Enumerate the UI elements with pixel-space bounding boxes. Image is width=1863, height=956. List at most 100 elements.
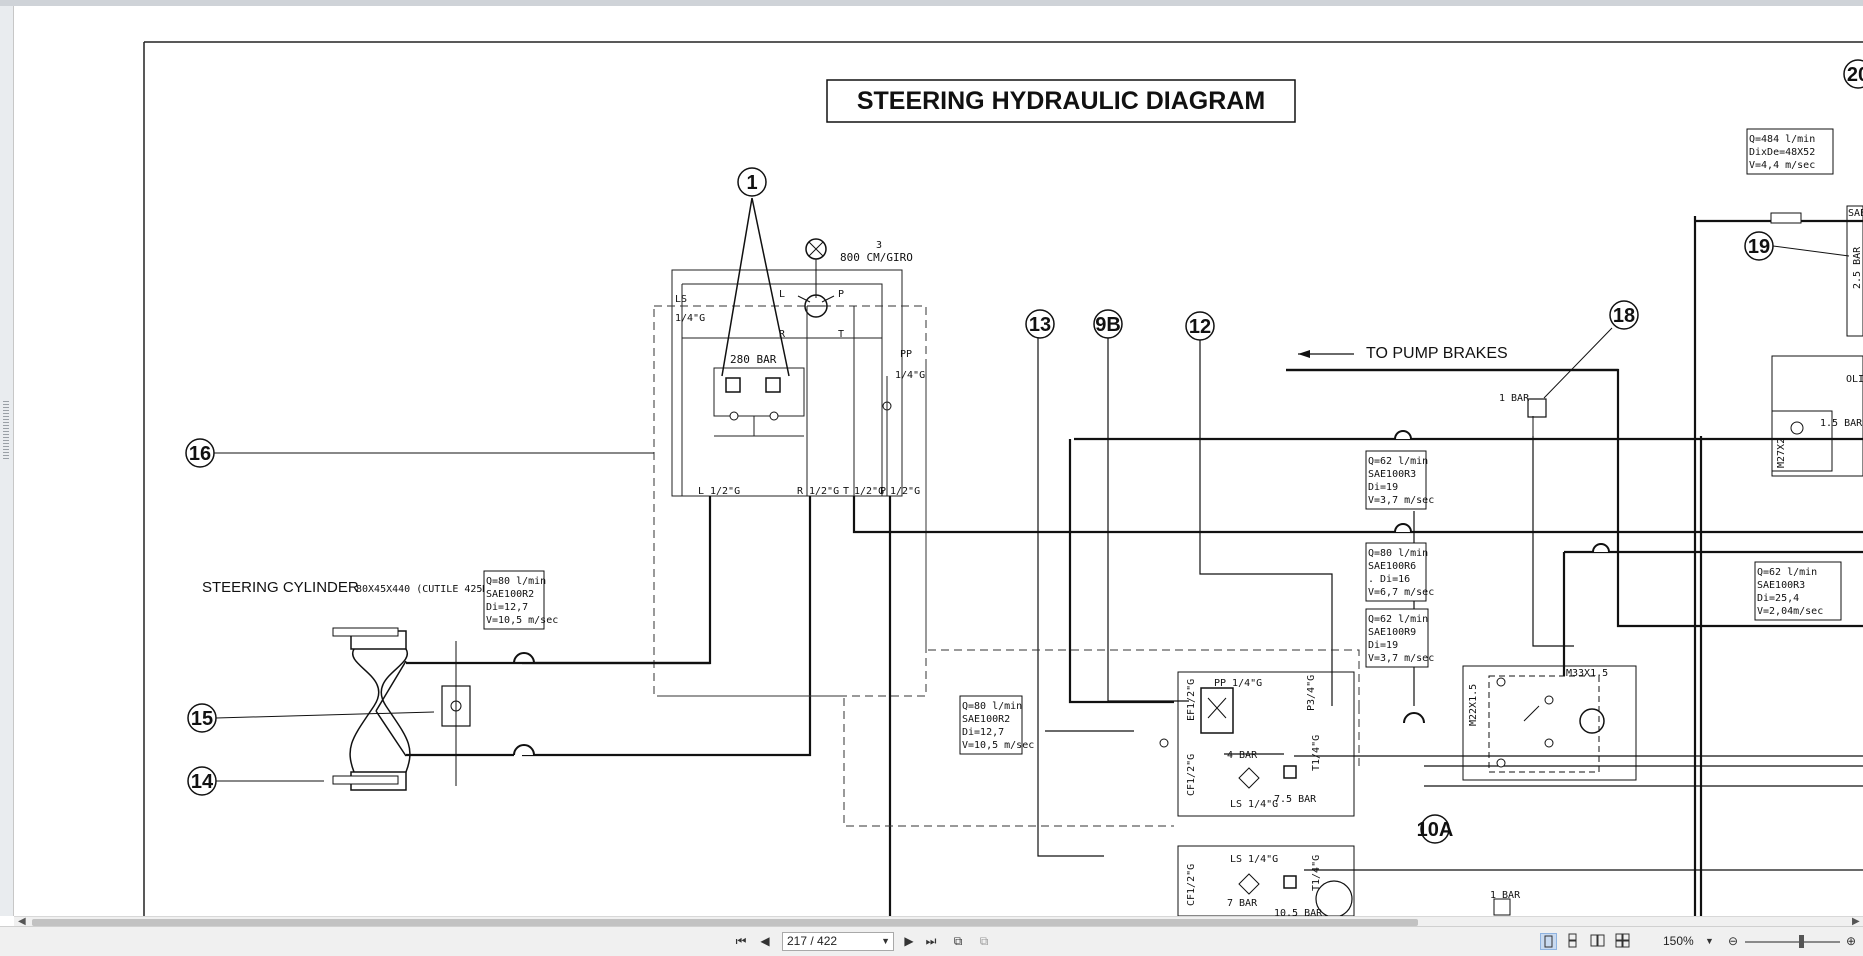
- spec-line: Di=12,7: [486, 602, 528, 613]
- label-l: L: [779, 289, 785, 300]
- spec-line: SAE100R9: [1368, 627, 1416, 638]
- scroll-right-icon[interactable]: ▶: [1852, 916, 1860, 927]
- zoom-value[interactable]: 150%: [1663, 934, 1694, 948]
- callout-14: 14: [187, 766, 217, 796]
- left-panel-collapsed[interactable]: [0, 6, 14, 916]
- scroll-left-icon[interactable]: ◀: [18, 916, 26, 927]
- spec-line: SAE100R3: [1757, 580, 1805, 591]
- callouts: 120191816139B12151410A: [185, 59, 1863, 844]
- panel-grip-handle[interactable]: [3, 401, 9, 461]
- port-r-size: 1/2"G: [809, 486, 839, 497]
- spec-line: V=3,7 m/sec: [1368, 653, 1434, 664]
- callout-leader: [215, 711, 435, 719]
- spec-line: V=3,7 m/sec: [1368, 495, 1434, 506]
- callout-label: 16: [189, 443, 211, 465]
- page-number-input[interactable]: 217 / 422 ▼: [782, 932, 894, 951]
- callout-label: 15: [191, 708, 213, 730]
- label-m22x15: M22X1.5: [1468, 684, 1479, 726]
- label-15bar: 1.5 BAR: [1820, 418, 1863, 429]
- label-t14g-lower: T1/4"G: [1311, 855, 1322, 891]
- priority-valve-block: PP 1/4"G P3/4"G T1/4"G EF1/2"G CF1/2"G C…: [1159, 671, 1355, 916]
- label-relief-pressure: 280 BAR: [730, 353, 777, 366]
- next-page-icon[interactable]: ▶: [904, 934, 914, 948]
- spec-line: Di=12,7: [962, 727, 1004, 738]
- callout-label: 20: [1847, 64, 1863, 86]
- zoom-dropdown-icon[interactable]: ▼: [1705, 936, 1714, 946]
- previous-page-icon[interactable]: ◀: [760, 934, 770, 948]
- paste-page-icon[interactable]: ⧉: [979, 934, 989, 948]
- label-pp: PP: [900, 349, 912, 360]
- last-page-icon[interactable]: ⏭: [925, 934, 937, 948]
- status-bar: ⏮ ◀ 217 / 422 ▼ ▶ ⏭ ⧉ ⧉ 150% ▼ ⊖ ⊕: [0, 926, 1863, 956]
- zoom-slider[interactable]: [1745, 941, 1840, 943]
- document-viewport[interactable]: STEERING HYDRAULIC DIAGRAM 3 800 CM/GIRO…: [14, 6, 1863, 916]
- scrollbar-thumb[interactable]: [32, 919, 1418, 926]
- page-dropdown-icon[interactable]: ▼: [881, 936, 890, 946]
- label-1bar: 1 BAR: [1499, 393, 1530, 404]
- line-crossing-hops: [513, 430, 1610, 756]
- label-cf12g-lower: CF1/2"G: [1186, 864, 1197, 906]
- label-ls14g: LS 1/4"G: [1230, 799, 1278, 810]
- horizontal-scrollbar[interactable]: ◀ ▶: [14, 916, 1863, 927]
- steering-unit: 3 800 CM/GIRO LS 1/4"G L P R T 280 BAR P…: [653, 238, 927, 697]
- spec-line: SAE100R2: [486, 589, 534, 600]
- label-ls14g-lower: LS 1/4"G: [1230, 854, 1278, 865]
- callout-20: 20: [1843, 59, 1863, 89]
- copy-page-icon[interactable]: ⧉: [953, 934, 963, 948]
- label-m27x2: M27X2: [1776, 438, 1787, 468]
- metering-motor-symbol: [804, 294, 828, 318]
- callout-1-leaders: [721, 197, 790, 377]
- label-pp-port: 1/4"G: [895, 370, 925, 381]
- label-to-pump-brakes: TO PUMP BRAKES: [1366, 345, 1508, 362]
- sheet-border: [143, 41, 1863, 916]
- facing-layout-icon[interactable]: [1590, 933, 1607, 950]
- callout-label: 14: [191, 771, 214, 793]
- cylinder-flow-valve: [441, 685, 471, 727]
- zoom-out-icon[interactable]: ⊖: [1727, 934, 1739, 948]
- title-block: STEERING HYDRAULIC DIAGRAM: [826, 79, 1296, 123]
- diagram-title: STEERING HYDRAULIC DIAGRAM: [857, 87, 1265, 115]
- label-sae2: SAE2": [1848, 208, 1863, 219]
- label-cylinder-spec: 80X45X440 (CUTILE 425MM): [356, 584, 501, 595]
- port-l-size: 1/2"G: [710, 486, 740, 497]
- pilot-lines: [1037, 336, 1863, 871]
- spec-line: V=2,04m/sec: [1757, 606, 1823, 617]
- first-page-icon[interactable]: ⏮: [735, 934, 747, 948]
- spec-line: V=10,5 m/sec: [962, 740, 1034, 751]
- relief-valve-right: [765, 377, 781, 393]
- spec-line: Q=62 l/min: [1368, 456, 1428, 467]
- port-p: P: [880, 486, 886, 497]
- port-l: L: [698, 486, 704, 497]
- label-r: R: [779, 329, 786, 340]
- callout-13: 13: [1025, 309, 1055, 339]
- label-p: P: [838, 289, 844, 300]
- callout-15: 15: [187, 703, 217, 733]
- label-pp-port: PP 1/4"G: [1214, 678, 1262, 689]
- label-4bar: 4 BAR: [1227, 750, 1258, 761]
- zoom-in-icon[interactable]: ⊕: [1845, 934, 1857, 948]
- spec-line: Di=19: [1368, 640, 1398, 651]
- window-top-edge: [0, 0, 1863, 6]
- callout-label: 10A: [1417, 819, 1454, 841]
- single-page-layout-icon[interactable]: [1540, 933, 1557, 950]
- zoom-slider-thumb[interactable]: [1799, 935, 1804, 948]
- callout-1: 1: [737, 167, 767, 197]
- port-t-size: 1/2"G: [854, 486, 884, 497]
- steering-cylinder: STEERING CYLINDER 80X45X440 (CUTILE 425M…: [202, 579, 710, 791]
- label-t14g: T1/4"G: [1311, 735, 1322, 771]
- spec-line: SAE100R2: [962, 714, 1010, 725]
- continuous-facing-layout-icon[interactable]: [1615, 933, 1632, 950]
- continuous-layout-icon[interactable]: [1565, 933, 1582, 950]
- spec-line: V=10,5 m/sec: [486, 615, 558, 626]
- spec-line: SAE100R6: [1368, 561, 1416, 572]
- label-105bar: 10.5 BAR: [1274, 908, 1323, 916]
- label-ef12g: EF1/2"G: [1186, 679, 1197, 721]
- port-p-size: 1/2"G: [890, 486, 920, 497]
- callout-label: 19: [1748, 236, 1770, 258]
- label-p34g: P3/4"G: [1306, 675, 1317, 711]
- steering-hydraulic-diagram: STEERING HYDRAULIC DIAGRAM 3 800 CM/GIRO…: [143, 41, 1863, 916]
